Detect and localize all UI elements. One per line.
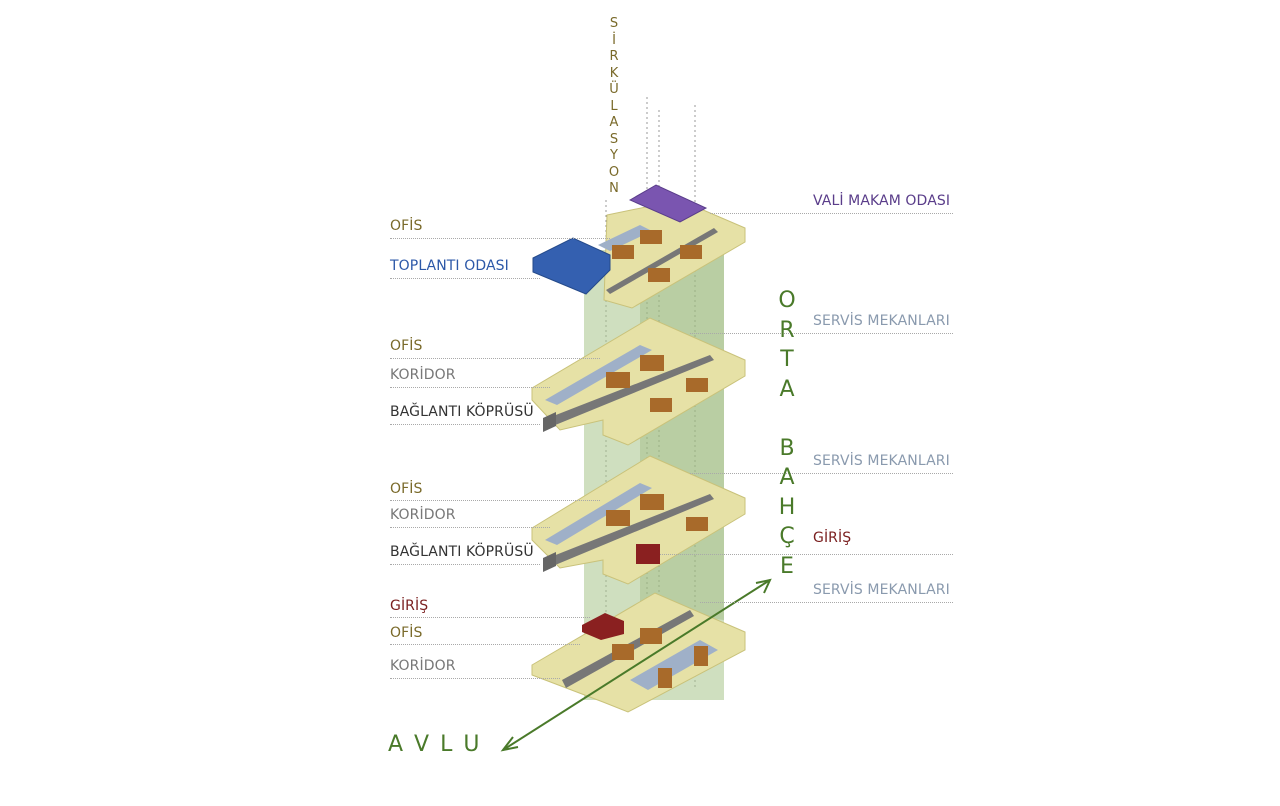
label-ofis: OFİS <box>390 218 423 234</box>
room <box>640 494 664 510</box>
label-servis-mekanlari: SERVİS MEKANLARI <box>813 313 950 329</box>
leader-line <box>390 238 610 239</box>
leader-line <box>390 564 540 565</box>
vertical-letter: S <box>609 131 619 147</box>
room <box>612 245 634 259</box>
leader-line <box>390 424 540 425</box>
label-toplanti-odasi: TOPLANTI ODASI <box>390 258 509 274</box>
room <box>680 245 702 259</box>
room <box>686 378 708 392</box>
label-ofis: OFİS <box>390 481 423 497</box>
vertical-letter: R <box>609 49 619 64</box>
leader-line <box>700 602 953 603</box>
floor-2 <box>531 317 746 446</box>
corridor-bar <box>606 228 718 294</box>
giris-room <box>582 613 624 640</box>
vertical-letter: Ü <box>609 82 619 97</box>
floor-4 <box>531 592 746 713</box>
vertical-letter: A <box>779 465 795 490</box>
leader-line <box>690 473 953 474</box>
room <box>694 646 708 666</box>
floor-1 <box>532 184 746 309</box>
corridor <box>545 345 652 405</box>
vertical-letter: T <box>780 347 794 372</box>
room <box>650 398 672 412</box>
corridor-bar <box>543 494 714 568</box>
leader-line <box>390 358 600 359</box>
floor-slab <box>531 317 746 446</box>
bridge <box>543 552 556 572</box>
vertical-letter: S <box>609 16 619 31</box>
label-giris: GİRİŞ <box>813 530 852 546</box>
room <box>658 668 672 688</box>
label-koridor: KORİDOR <box>390 658 456 674</box>
leader-line <box>390 387 550 388</box>
label-servis-mekanlari: SERVİS MEKANLARI <box>813 453 950 469</box>
avlu-arrow <box>502 579 771 751</box>
label-koridor: KORİDOR <box>390 367 456 383</box>
corridor-bar <box>543 355 714 428</box>
vertical-letter: N <box>609 181 619 196</box>
corridor <box>598 225 652 251</box>
vali-room <box>628 184 708 223</box>
room <box>612 644 634 660</box>
vertical-letter: Y <box>610 148 618 163</box>
room <box>640 355 664 371</box>
vertical-letter: H <box>778 494 796 520</box>
label-koridor: KORİDOR <box>390 507 456 523</box>
vertical-letter: İ <box>612 32 616 48</box>
label-ofis: OFİS <box>390 338 423 354</box>
bridge <box>543 412 556 432</box>
label-ofis: OFİS <box>390 625 423 641</box>
arrow-head-end <box>755 578 772 594</box>
vertical-letter: B <box>779 435 795 461</box>
vertical-letter <box>784 404 791 434</box>
leader-line <box>390 644 580 645</box>
leader-line <box>390 278 540 279</box>
vertical-letter: E <box>780 553 794 579</box>
giris-room <box>636 544 660 564</box>
leader-line <box>690 333 953 334</box>
leader-line <box>390 500 600 501</box>
leader-line <box>710 213 953 214</box>
floor-3 <box>531 455 746 585</box>
label-giris: GİRİŞ <box>390 598 429 614</box>
arrow-head-start <box>500 736 519 752</box>
vertical-letter: O <box>608 164 620 180</box>
room <box>606 372 630 388</box>
leader-line <box>660 554 953 555</box>
label-baglanti-koprusu: BAĞLANTI KÖPRÜSÜ <box>390 544 534 560</box>
label-baglanti-koprusu: BAĞLANTI KÖPRÜSÜ <box>390 404 534 420</box>
vertical-letter: A <box>779 376 795 402</box>
vertical-letter: R <box>779 317 795 343</box>
room <box>640 230 662 244</box>
floor-slab <box>531 592 746 713</box>
leader-line <box>390 678 560 679</box>
vertical-letter: O <box>778 288 796 313</box>
label-servis-mekanlari: SERVİS MEKANLARI <box>813 582 950 598</box>
vertical-letter: L <box>610 98 618 114</box>
leader-line <box>390 617 590 618</box>
room <box>648 268 670 282</box>
vertical-letter: Ç <box>779 524 795 549</box>
leader-line <box>390 527 550 528</box>
room <box>686 517 708 531</box>
vertical-letter: K <box>609 65 619 81</box>
corridor <box>545 483 652 545</box>
vertical-letter: A <box>609 115 619 130</box>
room <box>640 628 662 644</box>
label-avlu: A V L U <box>388 732 482 757</box>
label-vali-makam-odasi: VALİ MAKAM ODASI <box>813 193 951 209</box>
room <box>606 510 630 526</box>
